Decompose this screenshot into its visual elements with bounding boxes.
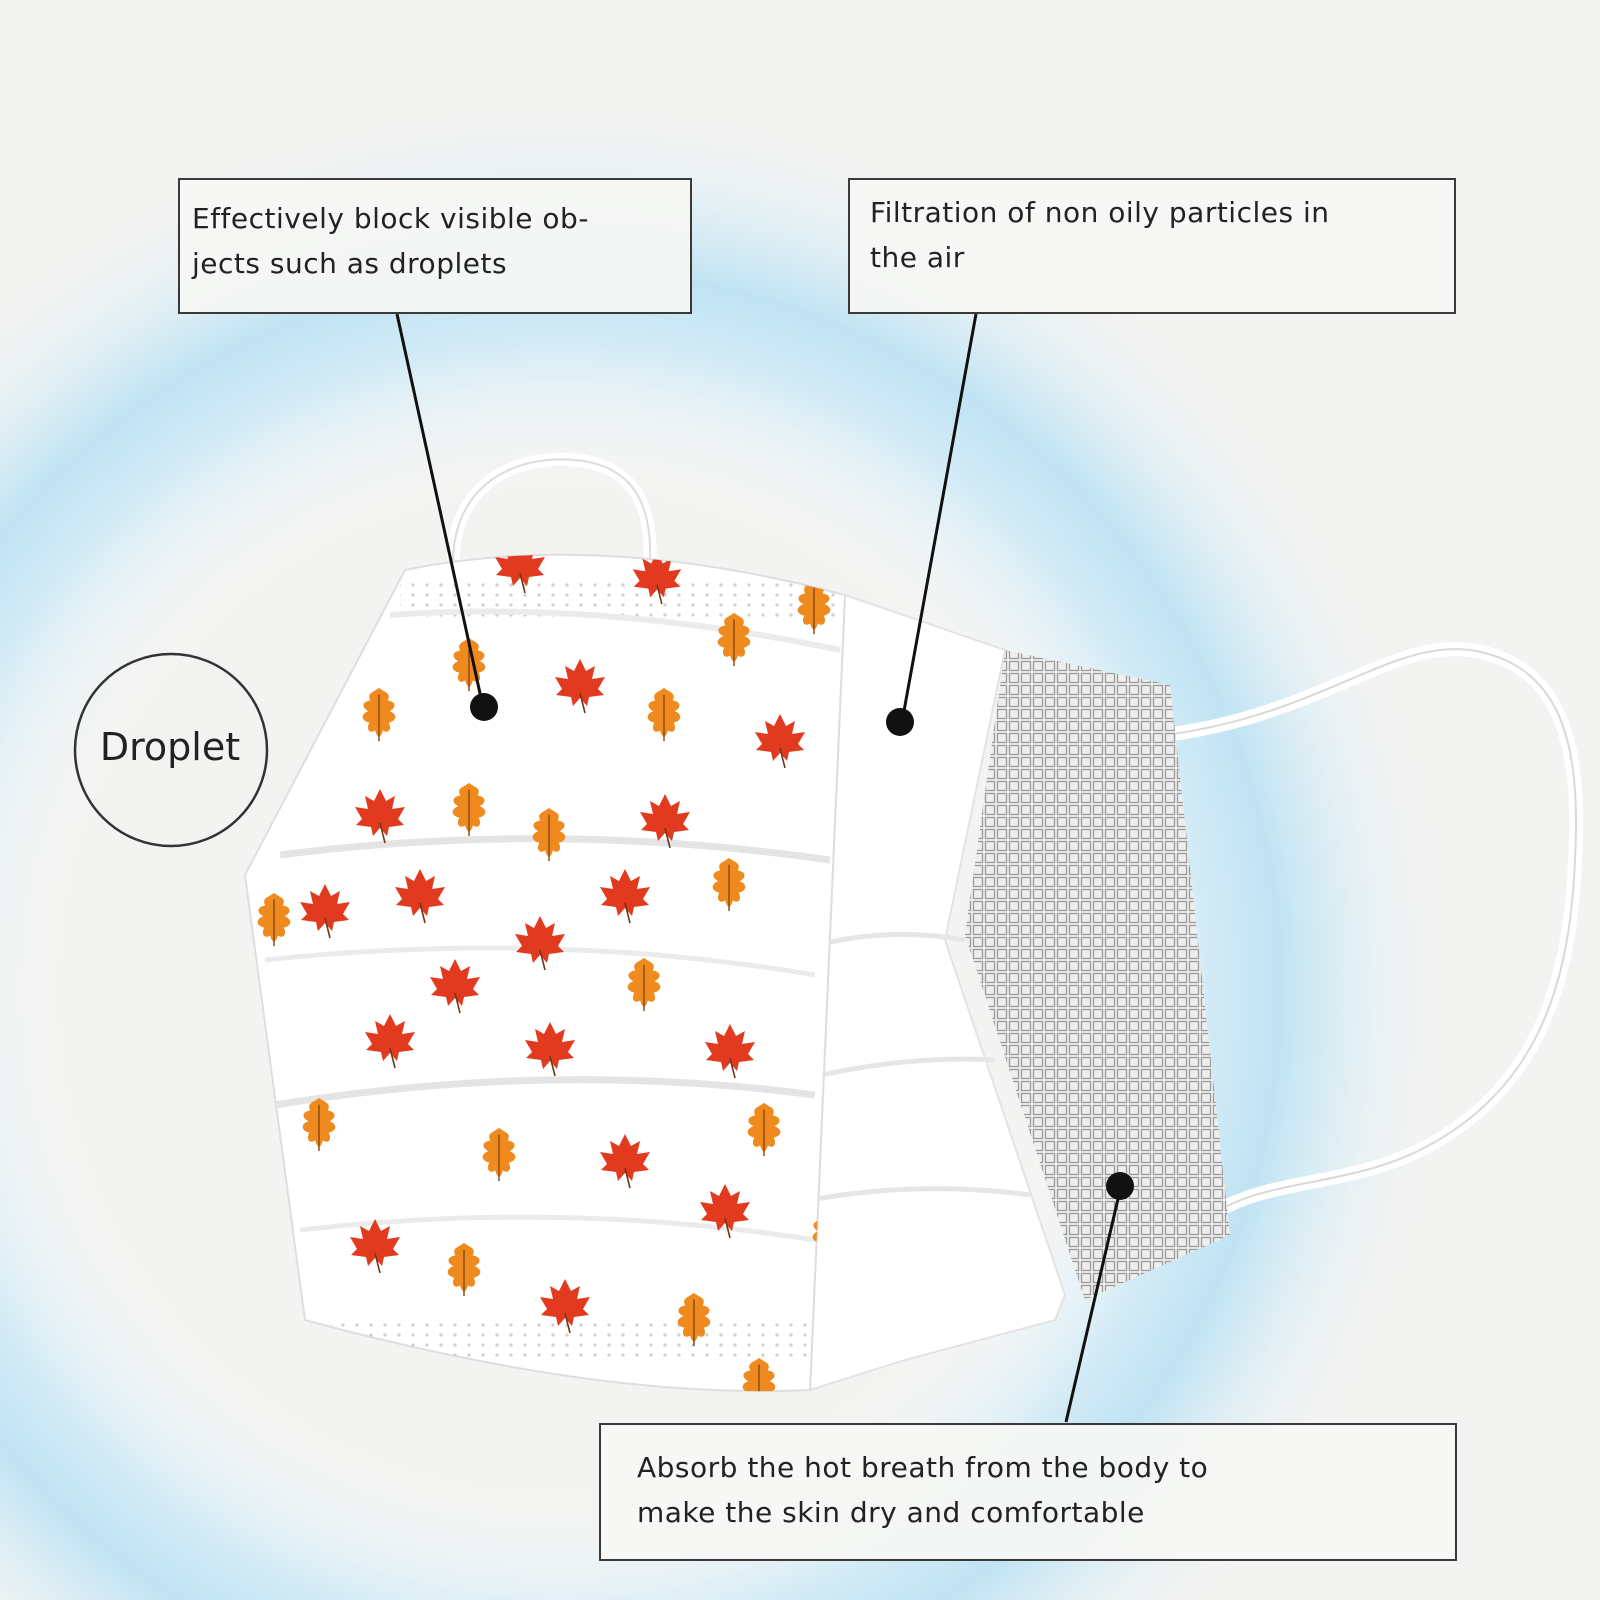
leader-line-absorb (1064, 1185, 1123, 1423)
callout-block-droplets: Effectively block visible ob- jects such… (178, 178, 692, 314)
marker-dot-absorb (1106, 1172, 1134, 1200)
marker-dot-block (470, 693, 498, 721)
callout-text-absorb-breath: Absorb the hot breath from the body to m… (637, 1451, 1209, 1529)
callout-absorb-breath: Absorb the hot breath from the body to m… (599, 1423, 1457, 1561)
callout-text-block-droplets: Effectively block visible ob- jects such… (192, 202, 589, 280)
leader-line-filtration (900, 313, 978, 723)
callout-filtration: Filtration of non oily particles in the … (848, 178, 1456, 314)
callout-text-filtration: Filtration of non oily particles in the … (870, 196, 1330, 274)
leader-line-block (395, 313, 485, 708)
droplet-label: Droplet (99, 725, 241, 769)
droplet-circle (73, 652, 269, 848)
inner-absorbent-layer (965, 650, 1230, 1300)
marker-dot-filtration (886, 708, 914, 736)
